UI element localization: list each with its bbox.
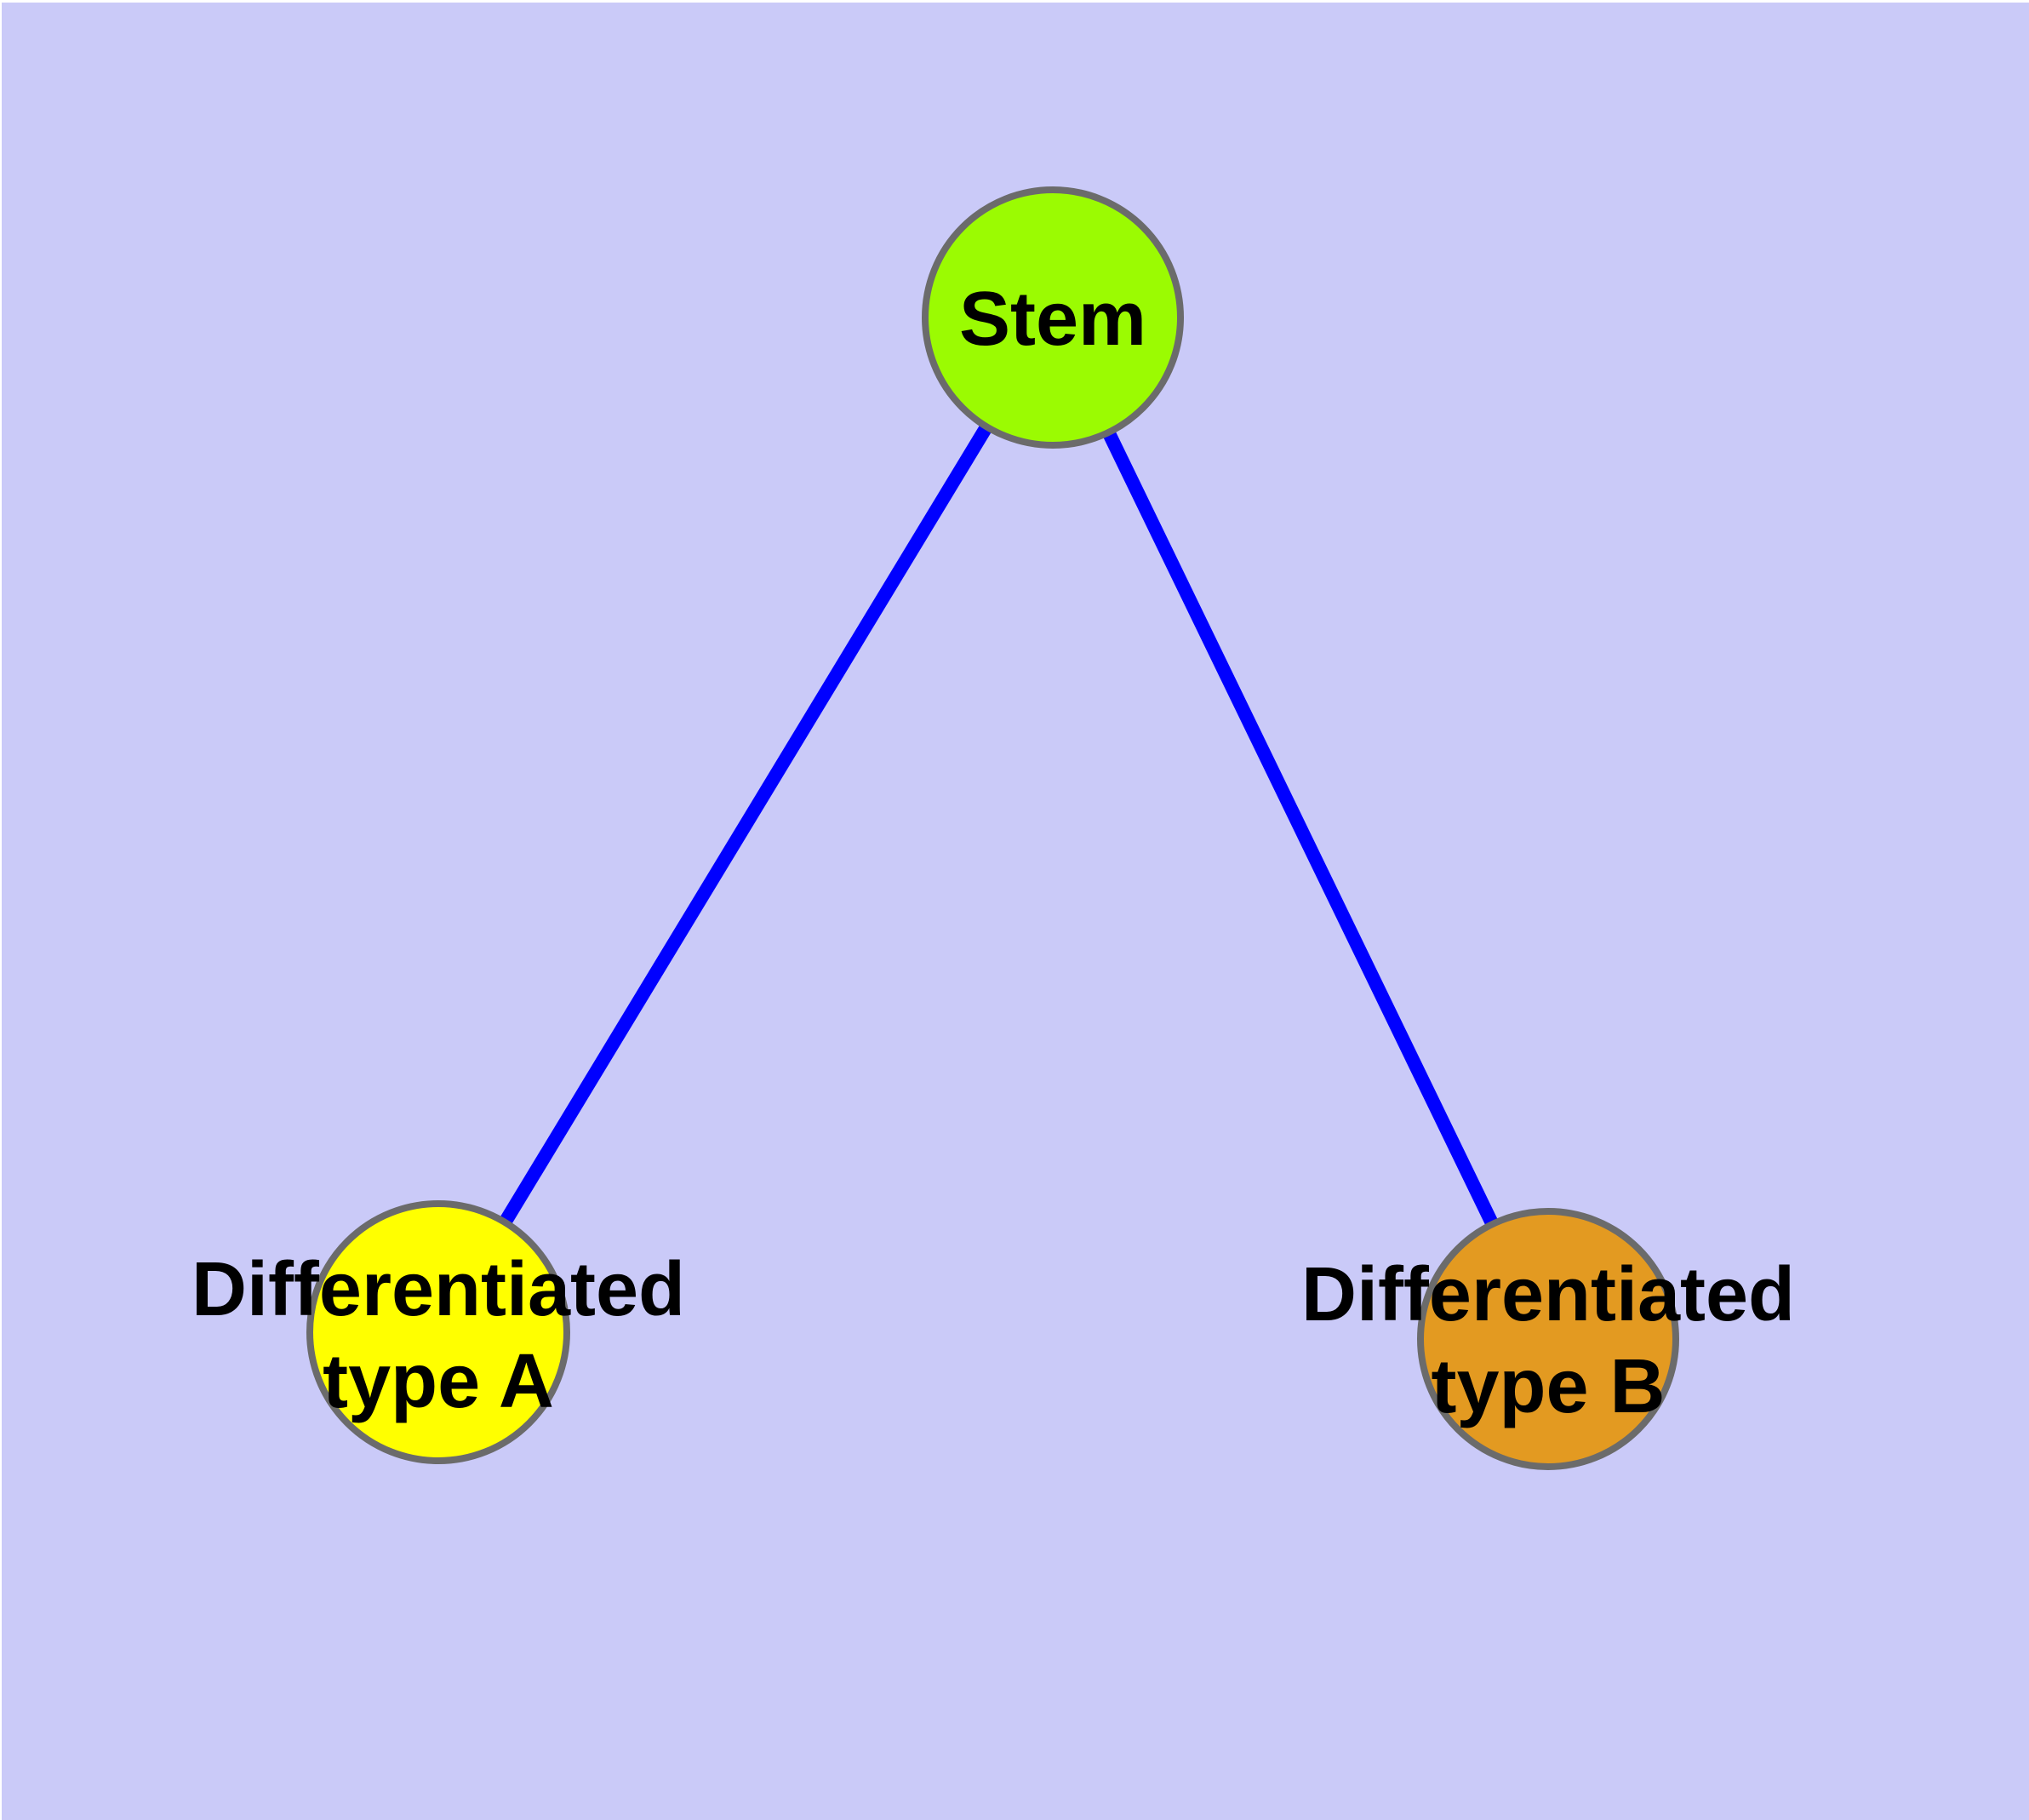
node-type-b-label-line1: Differentiated: [1301, 1252, 1795, 1337]
node-stem-label: Stem: [959, 277, 1146, 362]
label-layer: Stem Differentiated type A Differentiate…: [191, 277, 1795, 1429]
edge-stem-to-type-b: [1046, 314, 1555, 1342]
node-type-a-label-line2: type A: [323, 1339, 554, 1424]
edge-stem-to-type-a: [432, 313, 1059, 1336]
node-type-b-label-line2: type B: [1431, 1344, 1665, 1429]
node-type-a-label-line1: Differentiated: [191, 1247, 685, 1332]
node-layer: [306, 186, 1679, 1470]
node-differentiated-type-a: [306, 1200, 570, 1464]
edge-layer: [432, 313, 1555, 1342]
node-differentiated-type-b: [1417, 1208, 1679, 1470]
node-stem: [922, 186, 1184, 449]
